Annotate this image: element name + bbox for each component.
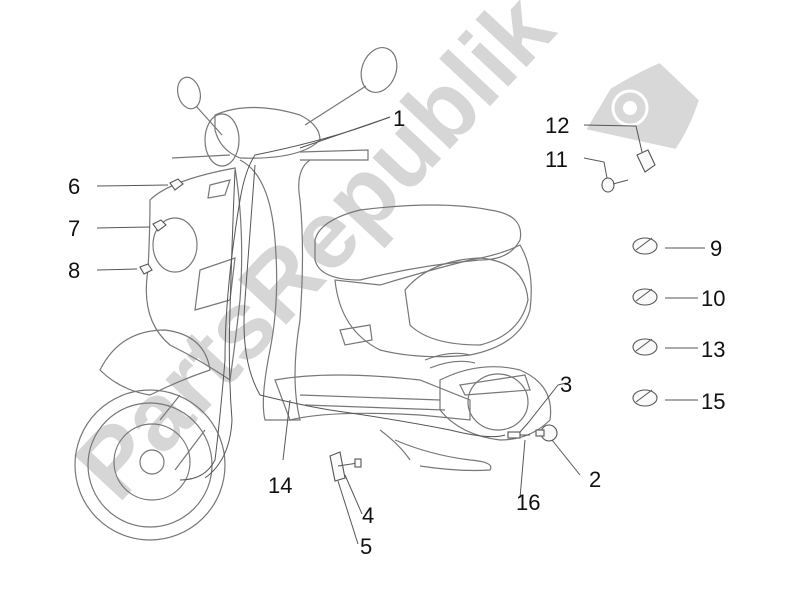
front-wheel [74, 389, 226, 541]
leader-lines [96, 116, 705, 545]
cable-tie-9 [632, 237, 658, 255]
callout-6: 6 [68, 174, 80, 199]
switch-part-2 [535, 424, 558, 442]
callout-10: 10 [701, 286, 725, 311]
callout-11: 11 [545, 147, 568, 172]
callout-13: 13 [701, 337, 725, 362]
right-mirror [360, 47, 398, 93]
callout-2: 2 [589, 467, 601, 492]
horn-grille [152, 217, 198, 273]
gear-flag-icon [583, 60, 702, 152]
scooter-outline [74, 47, 552, 541]
callout-4: 4 [362, 503, 374, 528]
callout-16: 16 [516, 490, 540, 515]
cable-tie-10 [632, 288, 658, 306]
callout-7: 7 [68, 216, 80, 241]
left-mirror [176, 76, 202, 110]
connector-part-8 [139, 263, 153, 275]
connector-part-7 [152, 219, 167, 232]
callout-12: 12 [545, 113, 569, 138]
small-parts [139, 149, 658, 482]
cable-harness [179, 116, 391, 481]
callout-3: 3 [560, 372, 572, 397]
headlight [204, 113, 240, 167]
seat [314, 204, 522, 281]
screw-part-4 [337, 458, 362, 468]
clip-part-5 [329, 451, 346, 482]
brake-disc [113, 423, 191, 501]
callout-9: 9 [710, 236, 722, 261]
callout-8: 8 [68, 258, 80, 283]
callout-15: 15 [701, 389, 725, 414]
callout-14: 14 [268, 473, 292, 498]
cable-tie-15 [632, 389, 658, 407]
bracket-part-12 [636, 149, 656, 173]
callout-labels: 1 2 3 4 5 6 7 8 9 10 11 12 13 14 15 16 [68, 106, 725, 559]
connector-part-6 [169, 178, 184, 191]
rear-wheel [467, 373, 529, 431]
watermark: PartsRepublik [55, 0, 702, 519]
callout-1: 1 [393, 106, 405, 131]
callout-5: 5 [360, 534, 372, 559]
screw-part-11 [601, 177, 629, 193]
cable-tie-13 [632, 338, 658, 356]
plug-part-16 [507, 431, 530, 439]
